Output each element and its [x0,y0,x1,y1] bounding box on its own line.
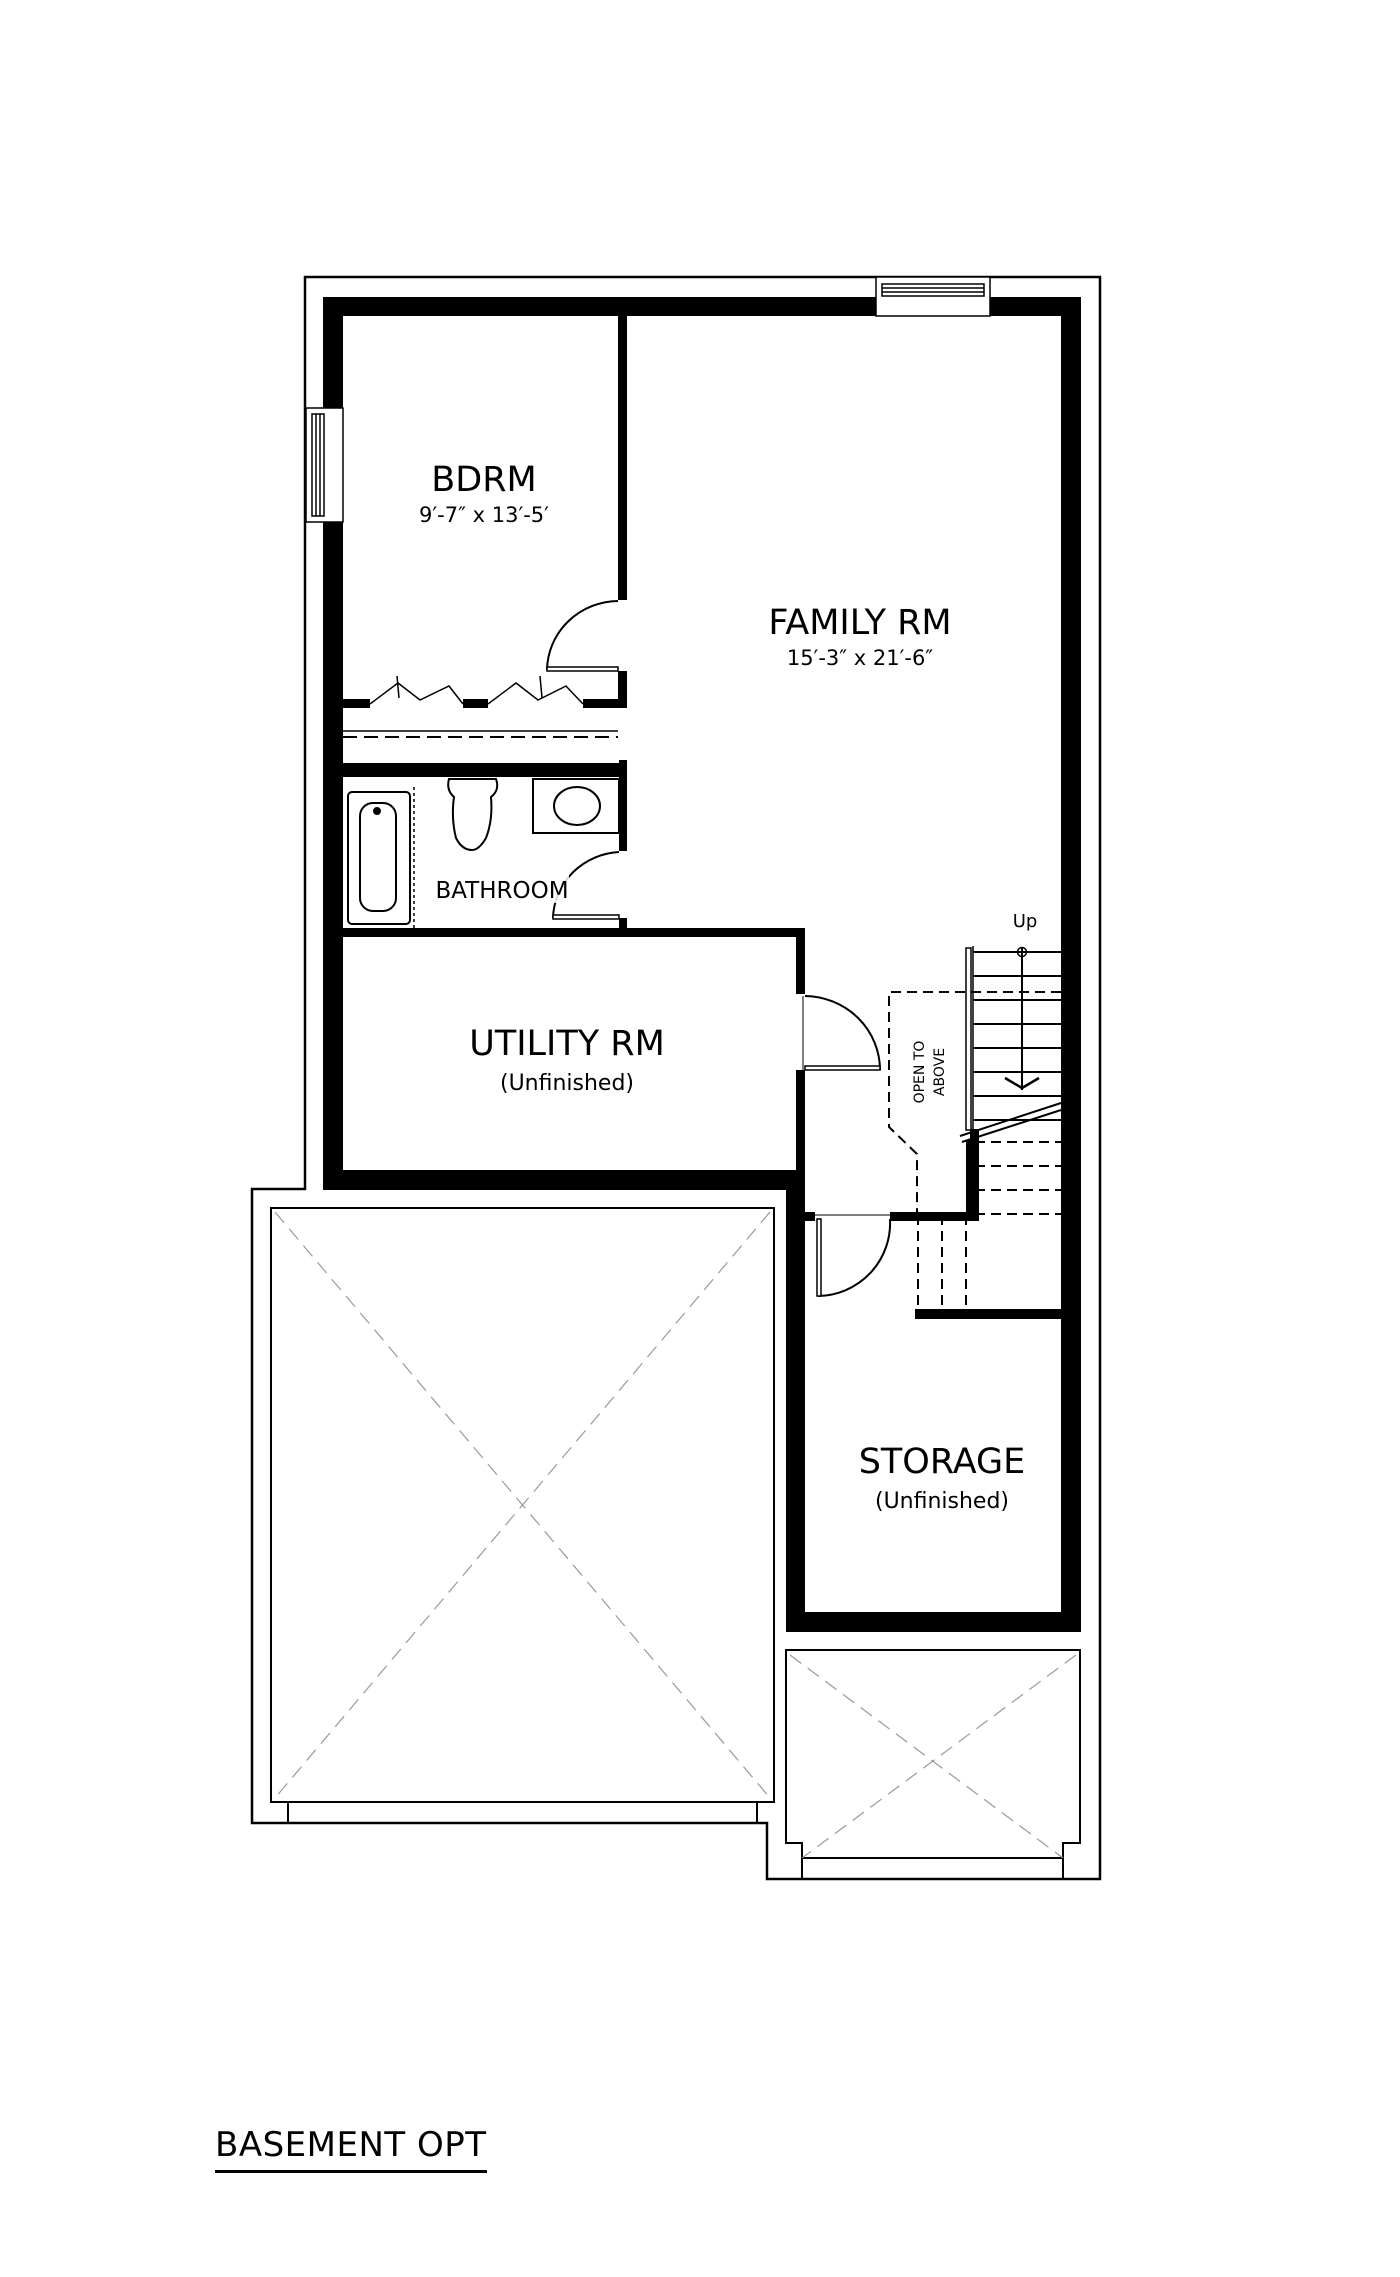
bathtub [345,787,415,928]
stair-wall [966,1140,975,1221]
storage-door[interactable] [815,1214,892,1297]
toilet [447,778,499,852]
open-to-above-outline [888,991,1061,1212]
family-room-name: FAMILY RM [768,603,951,643]
stairs-up-label: Up [1013,911,1038,932]
utility-door[interactable] [802,995,881,1071]
garage-area [270,1207,775,1823]
bathroom-label: BATHROOM [435,878,568,904]
porch-area [785,1649,1081,1879]
closet-shelf [343,730,618,738]
svg-text:OPEN TO: OPEN TO [912,1041,928,1104]
staircase [917,946,1062,1309]
interior-walls [343,316,1061,1319]
exterior-outline [250,275,1102,1881]
closet-bifold-doors[interactable] [369,675,584,705]
storage-note: (Unfinished) [875,1489,1009,1514]
bathroom-door[interactable] [552,851,620,920]
plan-title: BASEMENT OPT [215,2128,487,2173]
utility-room-name: UTILITY RM [469,1024,665,1064]
bathroom-label-bg [444,873,569,903]
open-to-above-label: OPEN TO ABOVE [912,1041,948,1104]
vanity-sink [532,778,620,834]
bedroom-name: BDRM [431,460,536,500]
family-room-size: 15′-3″ x 21′-6″ [787,646,933,670]
storage-name: STORAGE [859,1442,1026,1482]
exterior-walls [323,297,1081,1632]
utility-room-note: (Unfinished) [500,1071,634,1096]
window-left [305,407,344,523]
bedroom-size: 9′-7″ x 13′-5′ [419,503,549,527]
bedroom-door[interactable] [546,600,619,672]
svg-text:ABOVE: ABOVE [932,1048,948,1096]
window-top [875,276,991,317]
